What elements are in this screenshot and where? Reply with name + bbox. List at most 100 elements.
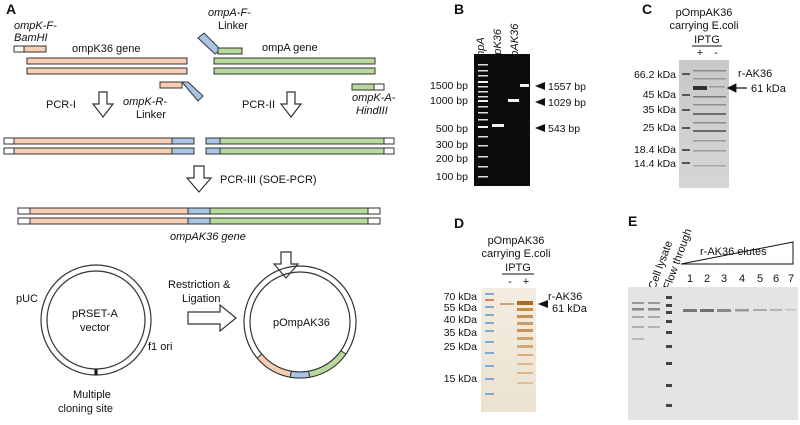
gene-ompk36-label: ompK36 gene: [72, 43, 141, 55]
silver-d-uninduced-band: [500, 303, 514, 305]
fusion-tag-left-top: [17, 207, 31, 215]
marker-d-55: 55 kDa: [444, 302, 477, 314]
fusion-tag-left-bottom: [17, 217, 31, 225]
dna-ladder: [478, 64, 488, 178]
panel-d-band-size: 61 kDa: [552, 303, 588, 315]
ladder-label-100: 100 bp: [436, 171, 468, 183]
elute-number-2: 2: [704, 273, 710, 285]
ladder-label-500: 500 bp: [436, 123, 468, 135]
gene-ompak36-label: ompAK36 gene: [170, 231, 246, 243]
marker-c-25: 25 kDa: [643, 122, 676, 134]
mcs-label-line2: cloning site: [58, 403, 113, 415]
primer-ompk-a-site: HindIII: [356, 105, 388, 117]
insert-ompa-arc: [308, 350, 347, 378]
sds-e-flowthrough-lane: [648, 302, 660, 328]
pcr1-arrow-icon: [91, 91, 115, 118]
silver-d-marker-lane: [485, 293, 494, 395]
band-543-pointer-icon: [535, 124, 545, 132]
band-ompa: [492, 124, 504, 127]
panel-d-lane-plus: +: [523, 276, 529, 288]
gene-ompa-label: ompA gene: [262, 42, 318, 54]
ladder-label-1000: 1000 bp: [430, 95, 468, 107]
pcr2-product-top: [219, 137, 385, 145]
band-label-543: 543 bp: [548, 123, 580, 135]
prset-a-vector-inner: [46, 270, 146, 370]
restriction-label-line1: Restriction &: [168, 279, 231, 291]
ompa-strand-bottom: [213, 67, 376, 75]
pcr2-label: PCR-II: [242, 99, 275, 111]
panel-d: D pOmpAK36 carrying E.coli IPTG - +: [444, 215, 588, 412]
band-1029-pointer-icon: [535, 98, 545, 106]
ompa-strand-top: [213, 57, 376, 65]
sds-c-sample-bands: [693, 70, 726, 167]
pcr1-product-tag-bottom: [3, 147, 15, 155]
fusion-ompk36-bottom: [29, 217, 189, 225]
marker-d-35: 35 kDa: [444, 327, 477, 339]
primer-ompk-r-bar: [159, 81, 183, 89]
pcr1-product-tag-top: [3, 137, 15, 145]
band-1557-pointer-icon: [535, 82, 545, 90]
elute-number-5: 5: [757, 273, 763, 285]
panel-c-iptg: IPTG: [694, 34, 720, 46]
panel-c-title-line1: pOmpAK36: [676, 7, 733, 19]
panel-c-label: C: [642, 1, 652, 17]
marker-d-40: 40 kDa: [444, 314, 477, 326]
primer-ompa-f-bar: [217, 47, 243, 55]
pcr1-product-top: [13, 137, 173, 145]
pcr1-product-linker-bottom: [171, 147, 195, 155]
silver-d-induced-lane: [517, 301, 533, 384]
elutes-label: r-AK36 elutes: [700, 246, 767, 258]
elute-number-4: 4: [739, 273, 745, 285]
vector-label-line2: vector: [80, 322, 110, 334]
primer-ompk-f-bar: [23, 45, 47, 53]
mcs-label-line1: Multiple: [73, 389, 111, 401]
ladder-label-1500: 1500 bp: [430, 80, 468, 92]
fusion-ompa-bottom: [209, 217, 369, 225]
sds-gel-c: [679, 60, 729, 188]
ligation-arrow-icon: [187, 303, 237, 333]
fusion-tag-right-bottom: [367, 217, 381, 225]
ompk36-strand-top: [26, 57, 188, 65]
band-label-1557: 1557 bp: [548, 81, 586, 93]
marker-c-45: 45 kDa: [643, 89, 676, 101]
band-ompak36: [520, 84, 529, 87]
silver-d-induced-band: [517, 301, 533, 305]
panel-d-title-line1: pOmpAK36: [488, 235, 545, 247]
primer-ompk-r-label: ompK-R-: [123, 96, 167, 108]
primer-ompa-f-linker-label: Linker: [218, 20, 248, 32]
sds-e-elute-bands: [683, 309, 796, 312]
primer-ompa-f-label: ompA-F-: [208, 7, 251, 19]
panel-c-title-line2: carrying E.coli: [669, 20, 738, 32]
pcr1-product-bottom: [13, 147, 173, 155]
marker-c-18: 18.4 kDa: [634, 144, 676, 156]
elute-number-3: 3: [721, 273, 727, 285]
panel-e-label: E: [628, 213, 637, 229]
panel-e: E Cell lysate Flow through r-AK36 elutes…: [628, 213, 798, 420]
pcr2-product-linker-bottom: [205, 147, 221, 155]
restriction-label-line2: Ligation: [182, 293, 221, 305]
band-label-1029: 1029 bp: [548, 97, 586, 109]
panel-c: C pOmpAK36 carrying E.coli IPTG + -: [634, 1, 787, 188]
panel-a-label: A: [6, 1, 16, 17]
primer-ompk-r-linker-label: Linker: [136, 109, 166, 121]
pcr2-product-tag-top: [383, 137, 395, 145]
elutes-gradient-wedge: [680, 241, 794, 265]
primer-ompk-f-label: ompK-F-: [14, 20, 57, 32]
marker-d-70: 70 kDa: [444, 291, 477, 303]
panel-a: A ompK-F- BamHI ompK36 gene ompK-R- Link…: [3, 1, 396, 415]
cloning-arrow-icon: [272, 251, 300, 279]
marker-d-15: 15 kDa: [444, 373, 477, 385]
elute-number-1: 1: [687, 273, 693, 285]
prset-a-vector-outer: [40, 264, 152, 376]
sds-c-marker-lane: [682, 73, 690, 164]
primer-ompk-f-tag: [13, 45, 25, 53]
elute-number-7: 7: [788, 273, 794, 285]
pcr3-arrow-icon: [185, 165, 213, 193]
fusion-ompa-top: [209, 207, 369, 215]
sds-gel-e: [628, 287, 798, 420]
pcr2-product-bottom: [219, 147, 385, 155]
ladder-label-300: 300 bp: [436, 139, 468, 151]
marker-d-25: 25 kDa: [444, 341, 477, 353]
fusion-tag-right-top: [367, 207, 381, 215]
